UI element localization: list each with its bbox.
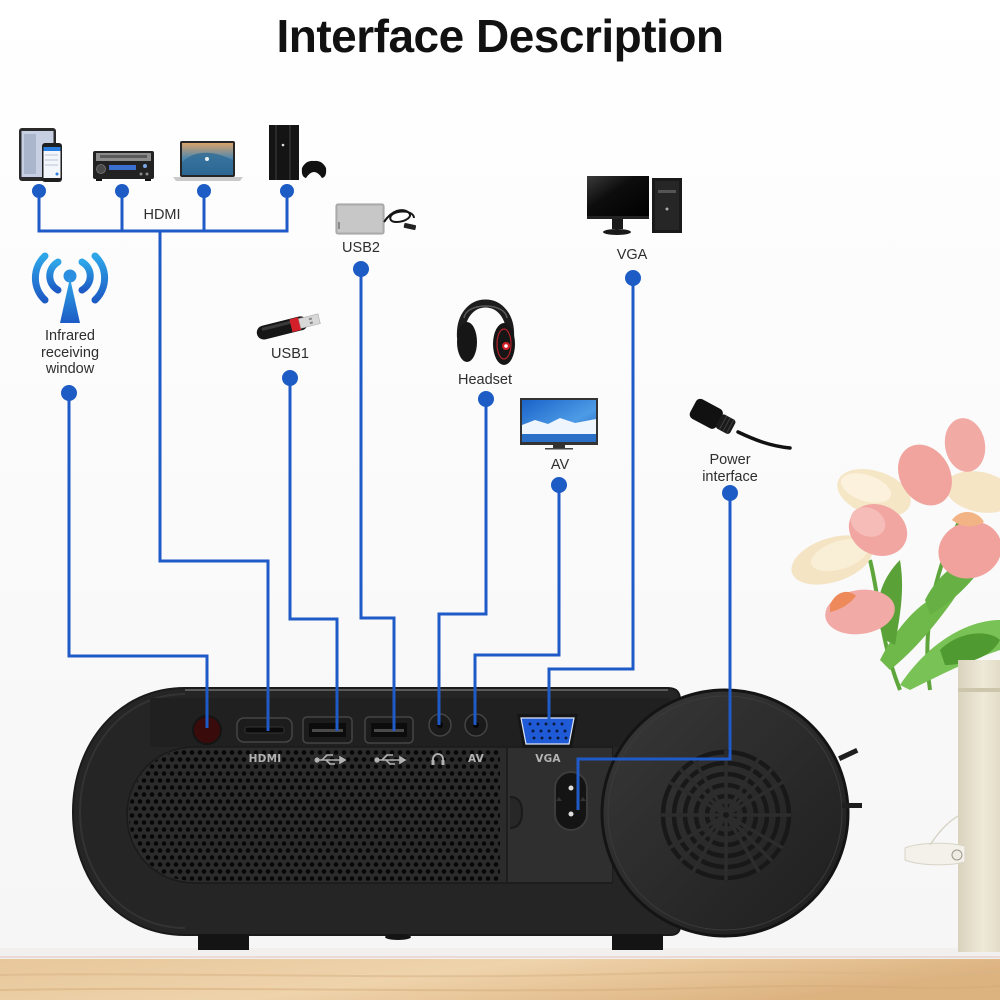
usb-symbol-icon bbox=[374, 754, 407, 765]
power-label-line: interface bbox=[702, 468, 758, 485]
page-title: Interface Description bbox=[276, 10, 724, 62]
port-label-av: AV bbox=[468, 753, 484, 765]
power-cable-plug-icon bbox=[689, 398, 792, 450]
power-socket bbox=[554, 771, 588, 831]
usb2-label: USB2 bbox=[342, 240, 380, 256]
infrared-label-line: Infrared bbox=[45, 328, 95, 344]
usb-symbol-icon bbox=[314, 754, 347, 765]
adjust-pin bbox=[842, 803, 862, 808]
tulip-bouquet bbox=[791, 418, 1000, 691]
headphones-icon bbox=[456, 299, 515, 365]
release-notch bbox=[509, 796, 524, 829]
foot bbox=[612, 934, 663, 950]
usb-flash-drive-icon bbox=[256, 313, 321, 340]
infrared-label-line: window bbox=[45, 361, 95, 377]
vga-port bbox=[517, 714, 578, 748]
headset-label: Headset bbox=[457, 372, 513, 388]
usb1-label: USB1 bbox=[271, 346, 309, 362]
adjust-pin bbox=[838, 747, 859, 761]
port-label-vga: VGA bbox=[535, 753, 561, 765]
power-label: Power interface bbox=[702, 452, 758, 485]
av-label: AV bbox=[550, 457, 570, 473]
antenna-signal-icon bbox=[31, 252, 109, 323]
laptop-icon bbox=[173, 141, 243, 181]
tablet-and-phone-icon bbox=[19, 128, 62, 182]
desktop-computer-icon bbox=[587, 176, 682, 235]
wooden-table bbox=[0, 948, 1000, 1000]
port-label-hdmi: HDMI bbox=[248, 753, 282, 765]
ir-window bbox=[192, 715, 222, 745]
vase bbox=[904, 660, 1000, 952]
projector bbox=[71, 687, 862, 950]
infrared-label: Infrared receiving window bbox=[41, 328, 99, 378]
hdmi-port bbox=[236, 717, 293, 743]
usb2-port bbox=[364, 716, 414, 744]
av-receiver-icon bbox=[93, 151, 154, 181]
foot bbox=[198, 934, 249, 950]
infrared-label-line: receiving bbox=[40, 344, 100, 361]
vga-label: VGA bbox=[616, 247, 648, 263]
speaker-grille bbox=[129, 749, 500, 881]
usb1-port bbox=[302, 716, 353, 744]
power-label-line: Power bbox=[709, 452, 751, 468]
headphone-symbol-icon bbox=[431, 753, 445, 765]
external-hard-drive-icon bbox=[335, 203, 417, 235]
hdmi-label: HDMI bbox=[143, 207, 181, 223]
game-console-icon bbox=[269, 125, 327, 180]
headphone-jack bbox=[428, 713, 452, 737]
television-icon bbox=[520, 398, 598, 450]
av-jack bbox=[464, 713, 488, 737]
lens-cover bbox=[600, 688, 850, 938]
